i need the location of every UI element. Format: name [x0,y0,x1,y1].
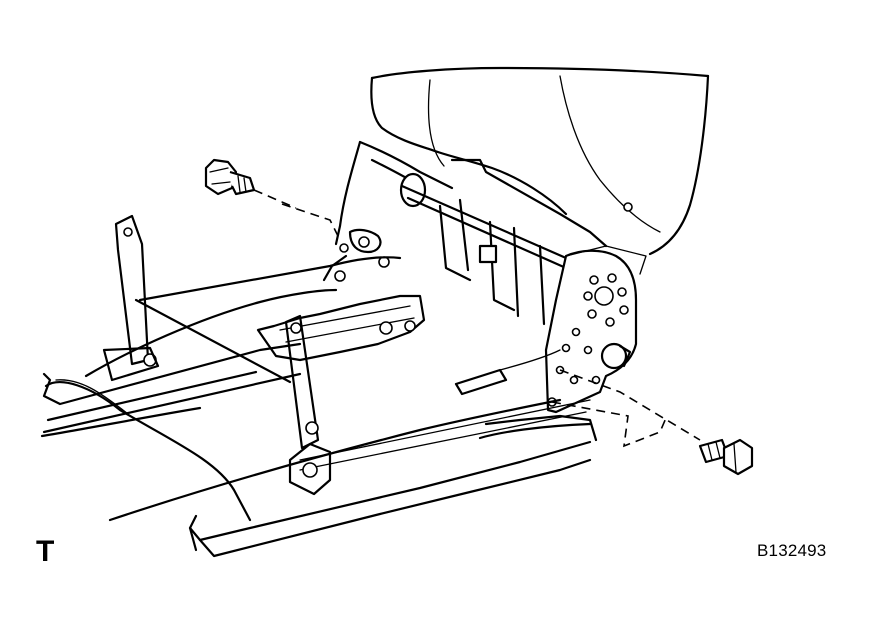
frame-wire [44,379,252,522]
illustration-code: B132493 [757,541,827,560]
height-adjuster-link-front [284,314,332,496]
seatback-cushion [370,66,710,256]
bolt-lower-right [551,369,754,476]
corner-mark: T [36,535,55,568]
recliner-plate-right [544,245,647,414]
seat-frame [40,256,598,558]
height-adjuster-link-left [102,214,292,384]
bolt-upper-left [204,158,339,237]
recliner-assembly [322,140,608,326]
